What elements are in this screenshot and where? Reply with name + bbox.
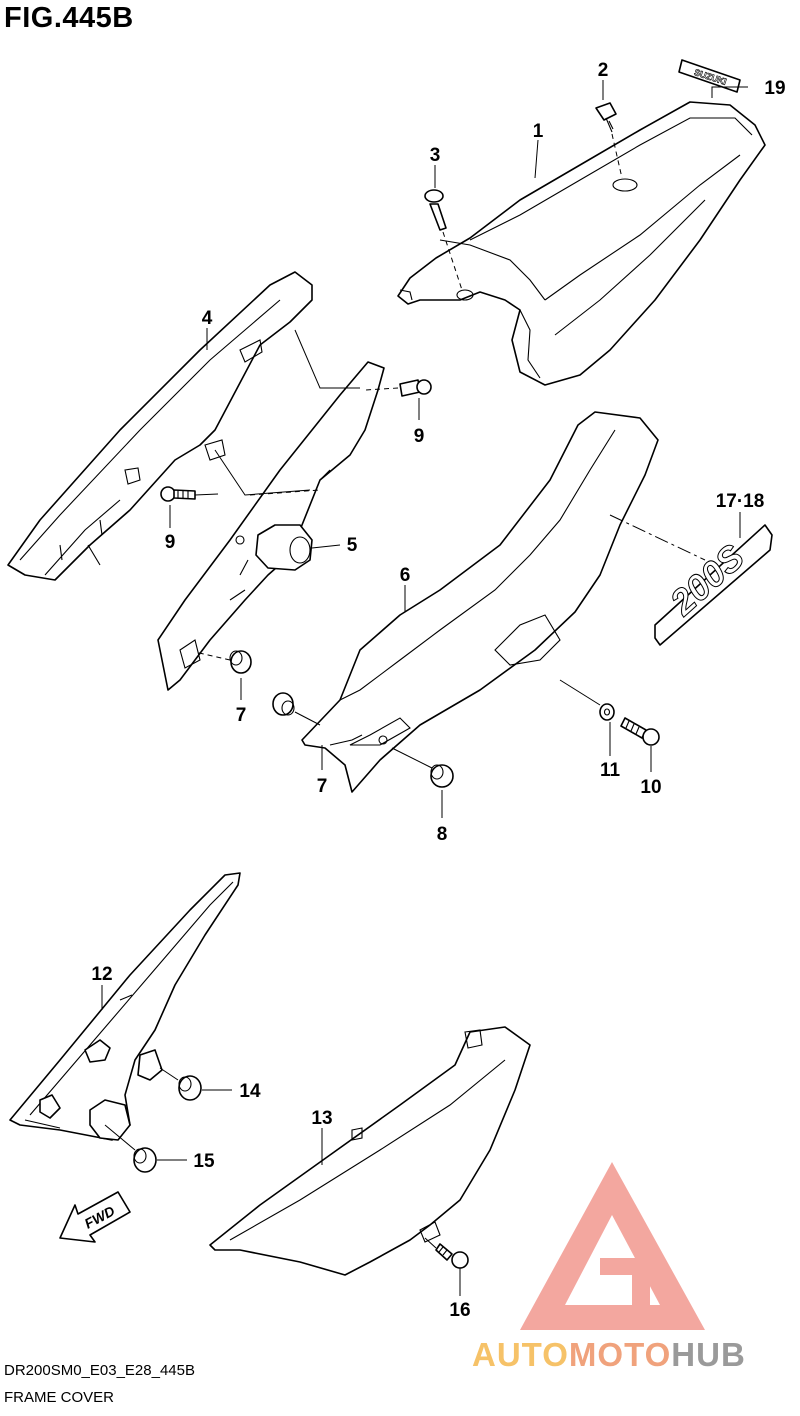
callout-15: 15 xyxy=(193,1151,215,1172)
part-12-lower-bracket xyxy=(9,872,241,1141)
callout-1: 1 xyxy=(533,121,544,142)
part-3-bolt xyxy=(424,189,463,291)
callout-11: 11 xyxy=(600,760,621,781)
leader-19 xyxy=(711,86,748,98)
part-17-18-model-decal: 200S xyxy=(654,524,773,646)
callout-19: 19 xyxy=(764,78,785,99)
part-2-screw xyxy=(595,102,623,179)
leader-1 xyxy=(534,139,539,179)
part-9-bolt-lower xyxy=(160,486,219,502)
diagram-name: FRAME COVER xyxy=(4,1389,115,1406)
callout-14: 14 xyxy=(239,1081,261,1102)
part-7-grommet-upper xyxy=(194,650,252,674)
part-9-bolt-upper xyxy=(365,379,432,397)
callout-10: 10 xyxy=(640,777,661,798)
leader-4-5-top xyxy=(294,329,360,389)
callout-9-upper: 9 xyxy=(414,426,425,447)
callout-4: 4 xyxy=(202,308,213,329)
callout-9-lower: 9 xyxy=(165,532,176,553)
dash-4-5 xyxy=(249,489,321,496)
part-11-washer xyxy=(599,703,615,721)
watermark-word-hub: HUB xyxy=(671,1336,746,1373)
diagram-code: DR200SM0_E03_E28_445B xyxy=(4,1362,195,1379)
callout-16: 16 xyxy=(449,1300,470,1321)
callout-13: 13 xyxy=(311,1108,332,1129)
watermark-word-auto: AUTO xyxy=(472,1336,569,1373)
callout-12: 12 xyxy=(91,964,112,985)
leader-10-11 xyxy=(559,679,601,706)
callout-7-lower: 7 xyxy=(317,776,328,797)
callout-3: 3 xyxy=(430,145,441,166)
part-1-rear-fender xyxy=(397,101,766,386)
part-7-grommet-lower xyxy=(272,692,321,726)
callout-17-18: 17·18 xyxy=(716,491,765,512)
leader-5 xyxy=(311,544,341,549)
part-16-bolt xyxy=(424,1237,469,1269)
callout-6: 6 xyxy=(400,565,411,586)
part-8-grommet xyxy=(391,747,454,788)
part-5-bracket xyxy=(157,361,385,691)
callout-5: 5 xyxy=(347,535,358,556)
callout-7-upper: 7 xyxy=(236,705,247,726)
watermark-word-moto: MOTO xyxy=(568,1336,672,1373)
watermark-text: AUTOMOTOHUB xyxy=(472,1336,746,1374)
leader-decal-line xyxy=(609,514,706,561)
callout-2: 2 xyxy=(598,60,609,81)
callout-8: 8 xyxy=(437,824,448,845)
leader-4-5-mid xyxy=(214,449,311,496)
part-4-bracket xyxy=(7,271,313,581)
part-10-bolt xyxy=(620,717,660,746)
figure-title: FIG.445B xyxy=(4,2,134,34)
watermark-logo xyxy=(520,1162,705,1330)
part-13-lower-side-cover xyxy=(209,1026,531,1276)
fwd-direction-arrow: FWD xyxy=(59,1191,131,1243)
part-15-grommet xyxy=(104,1124,157,1173)
part-14-grommet xyxy=(159,1067,202,1101)
part-6-side-cover xyxy=(301,411,659,793)
